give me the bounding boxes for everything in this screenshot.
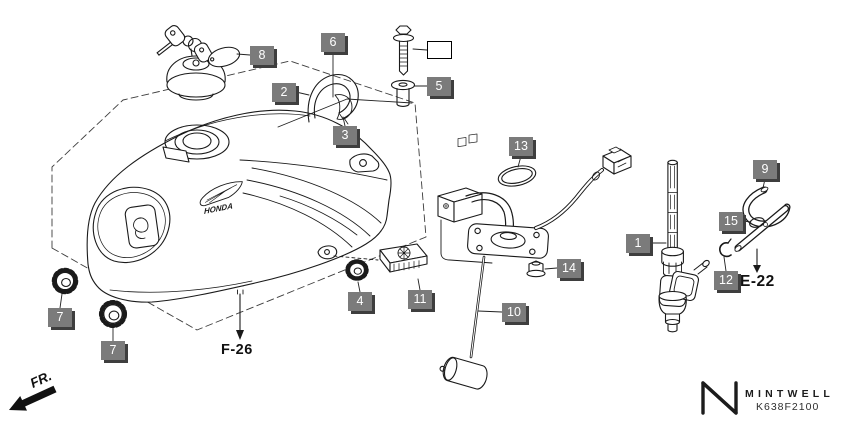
callout-12[interactable]: 12 — [714, 271, 738, 290]
callout-7b[interactable]: 7 — [101, 341, 125, 360]
callout-11[interactable]: 11 — [408, 290, 432, 309]
leader-lines — [59, 48, 766, 342]
fuel-cap-keys-drawing — [156, 25, 241, 101]
empty-callout-box[interactable] — [427, 41, 452, 59]
callout-8[interactable]: 8 — [250, 46, 274, 65]
tube-clip-drawing — [719, 238, 732, 258]
callout-9[interactable]: 9 — [753, 160, 777, 179]
ref-f26: F-26 — [221, 342, 253, 358]
flange-bolt-drawing — [392, 25, 415, 76]
callout-14[interactable]: 14 — [557, 259, 581, 278]
callout-10[interactable]: 10 — [502, 303, 526, 322]
callout-1[interactable]: 1 — [626, 234, 650, 253]
callout-13[interactable]: 13 — [509, 137, 533, 156]
fuel-sender-drawing — [437, 133, 632, 264]
fuel-tank-drawing: HONDA — [86, 109, 392, 303]
callout-7a[interactable]: 7 — [48, 308, 72, 327]
callout-6[interactable]: 6 — [321, 33, 345, 52]
hose-clamp-drawing — [749, 217, 768, 228]
mintwell-logo-mark — [701, 381, 738, 415]
callout-2[interactable]: 2 — [272, 83, 296, 102]
collar-drawing — [390, 79, 416, 107]
e22-arrow — [753, 248, 761, 273]
callout-5[interactable]: 5 — [427, 77, 451, 96]
callout-15[interactable]: 15 — [719, 212, 743, 231]
honda-wing-icon — [199, 181, 243, 207]
fuel-cock-drawing — [658, 159, 710, 333]
cushion-drawing — [333, 243, 428, 273]
nut-drawing — [526, 260, 546, 278]
ref-e22: E-22 — [740, 273, 775, 290]
float-drawing — [439, 255, 488, 390]
fr-direction-arrow — [9, 385, 57, 411]
callout-4[interactable]: 4 — [348, 292, 372, 311]
o-ring-drawing — [497, 165, 537, 187]
diagram-part-code: K638F2100 — [756, 401, 820, 413]
grommet-drawing — [51, 259, 369, 329]
callout-3[interactable]: 3 — [333, 126, 357, 145]
connector-drawing — [602, 146, 632, 175]
brand-name: MINTWELL — [745, 388, 835, 400]
setting-plate-drawing — [307, 74, 359, 125]
brand-block: MINTWELL K638F2100 — [698, 378, 838, 418]
fuel-hose-drawing — [719, 186, 791, 258]
